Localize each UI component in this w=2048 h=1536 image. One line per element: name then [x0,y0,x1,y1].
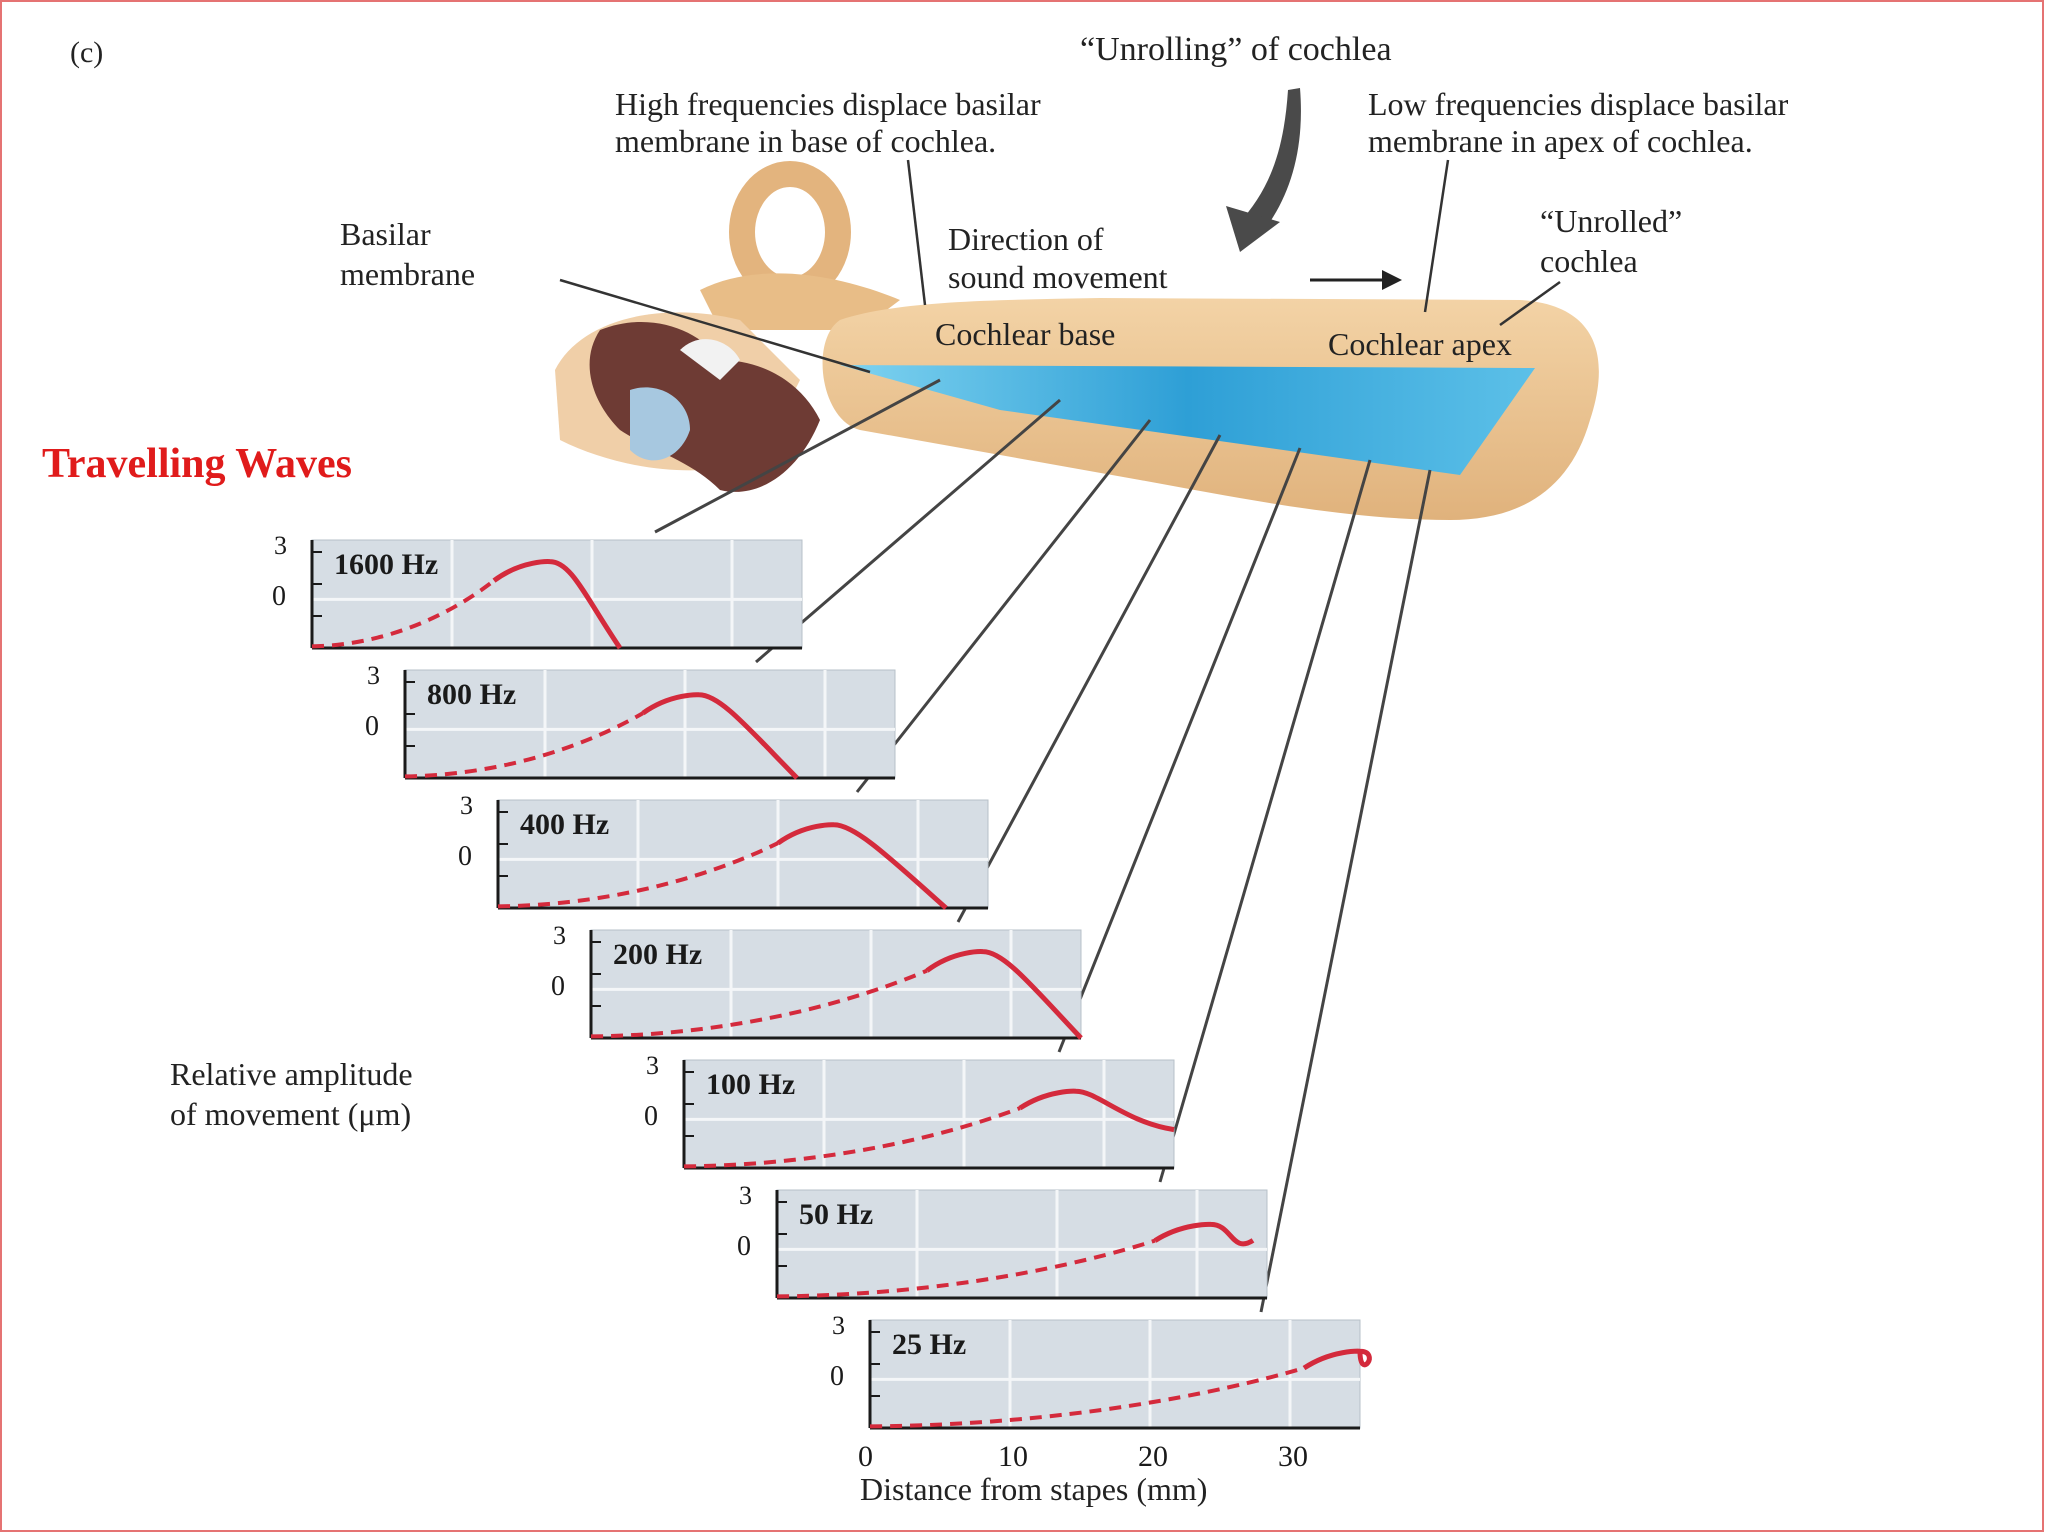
connector-line [755,398,1061,664]
frequency-label: 1600 Hz [334,548,438,581]
panel-background [497,799,989,909]
high-freq-label-1: High frequencies displace basilar [615,86,1041,122]
wave-panel: 3 0 200 Hz [551,921,1083,1040]
y-tick-label: 0 [644,1101,658,1132]
wave-panel: 3 0 25 Hz [830,1311,1372,1430]
unrolled-label-2: cochlea [1540,243,1638,279]
x-tick-label: 30 [1278,1440,1308,1473]
basilar-label-2: membrane [340,256,475,292]
panel-background [404,669,896,779]
wave-envelope-solid [1153,1221,1255,1247]
connector-line [1259,469,1432,1313]
wave-envelope-solid [1302,1348,1372,1371]
x-tick-label: 20 [1138,1440,1168,1473]
y-tick-label: 3 [460,791,473,820]
y-tick-label: 0 [737,1231,751,1262]
wave-rising-dashed [776,1238,1156,1299]
membrane-graph-connectors [654,378,1432,1313]
panel-background [311,539,803,649]
frequency-label: 100 Hz [706,1068,795,1101]
direction-arrowhead [1382,270,1402,290]
frequency-label: 200 Hz [613,938,702,971]
ylabel-line-1: Relative amplitude [170,1056,413,1092]
cochlear-base-label: Cochlear base [935,316,1115,352]
wave-envelope-solid [776,822,948,910]
wave-rising-dashed [404,711,644,779]
direction-label-2: sound movement [948,259,1168,295]
wave-envelope-solid [492,559,623,650]
panel-background [590,929,1082,1039]
connector-line [956,434,1222,923]
page-title: Travelling Waves [42,441,352,487]
x-tick-label: 0 [858,1440,873,1473]
connector-line [654,378,941,534]
wave-rising-dashed [590,968,928,1039]
wave-panel: 3 0 1600 Hz [272,531,803,650]
wave-envelope-solid [925,949,1083,1040]
direction-label-1: Direction of [948,221,1104,257]
panel-background [776,1189,1268,1299]
wave-panel: 3 0 50 Hz [737,1181,1268,1300]
label-leaders [559,159,1561,374]
y-tick-label: 0 [458,841,472,872]
connector-line [1057,447,1302,1053]
y-tick-label: 0 [830,1361,844,1392]
wave-rising-dashed [497,841,779,909]
wave-envelope-solid [1018,1088,1175,1133]
low-freq-label-2: membrane in apex of cochlea. [1368,123,1753,159]
y-tick-label: 3 [367,661,380,690]
connector-line [1158,459,1372,1183]
wave-panel: 3 0 800 Hz [365,661,896,780]
unrolling-arrowhead [1226,206,1280,252]
cochlea-illustration [555,161,1599,520]
panel-background [683,1059,1175,1169]
ylabel-line-2: of movement (μm) [170,1096,411,1132]
frequency-label: 800 Hz [427,678,516,711]
unrolling-arrow [1238,88,1301,238]
panel-label: (c) [70,36,103,69]
x-axis-label: Distance from stapes (mm) [860,1471,1207,1507]
wave-panel: 3 0 400 Hz [458,791,989,910]
basilar-label-1: Basilar [340,216,431,252]
unrolling-label: “Unrolling” of cochlea [1080,31,1392,68]
frequency-label: 25 Hz [892,1328,966,1361]
unrolled-label-1: “Unrolled” [1540,203,1682,239]
wave-panel: 3 0 100 Hz [644,1051,1175,1170]
cochlear-apex-label: Cochlear apex [1328,326,1512,362]
y-tick-label: 3 [646,1051,659,1080]
high-freq-label-2: membrane in base of cochlea. [615,123,996,159]
y-tick-label: 0 [272,581,286,612]
y-tick-label: 0 [551,971,565,1002]
y-tick-label: 3 [553,921,566,950]
x-tick-label: 10 [998,1440,1028,1473]
wave-rising-dashed [311,579,496,649]
wave-envelope-solid [641,692,799,780]
frequency-label: 400 Hz [520,808,609,841]
connector-line [855,419,1152,793]
low-freq-label-1: Low frequencies displace basilar [1368,86,1789,122]
y-tick-label: 3 [832,1311,845,1340]
wave-rising-dashed [683,1106,1021,1169]
y-tick-label: 0 [365,711,379,742]
frequency-label: 50 Hz [799,1198,873,1231]
y-tick-label: 3 [739,1181,752,1210]
y-tick-label: 3 [274,531,287,560]
